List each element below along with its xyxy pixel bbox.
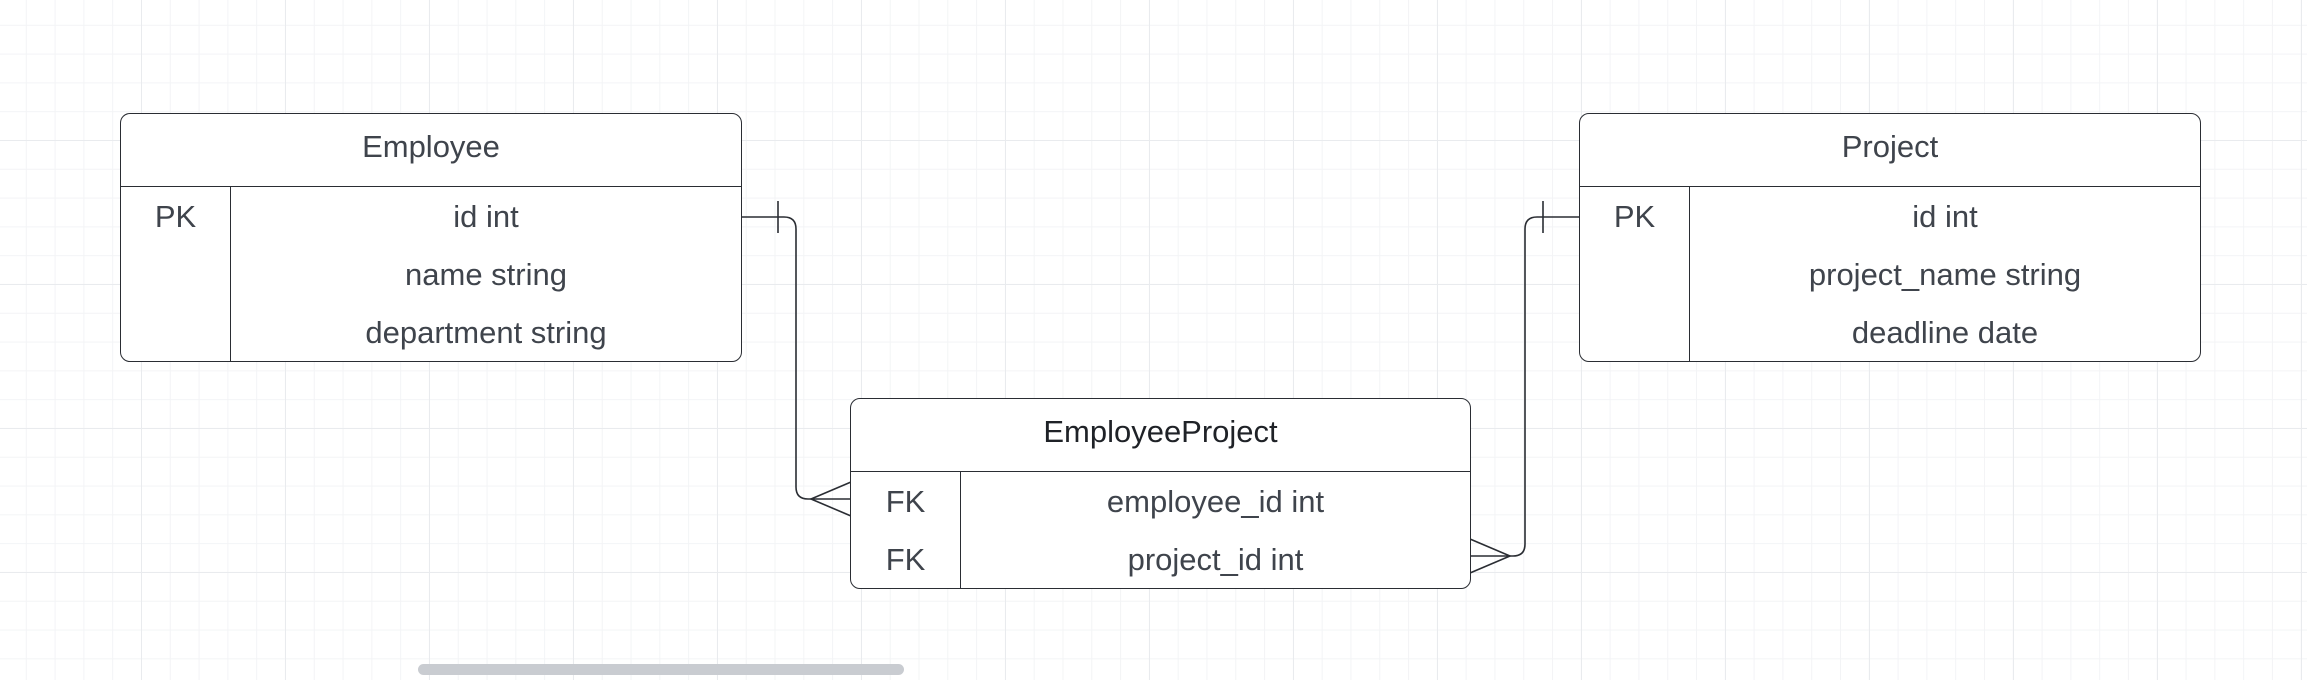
key-label: PK — [154, 199, 197, 234]
key-label: FK — [885, 484, 926, 519]
relationship-project-employeeproject[interactable] — [1469, 201, 1580, 574]
entity-title: Employee — [362, 129, 500, 164]
attribute-row[interactable]: PK id int — [1580, 188, 2200, 246]
horizontal-scrollbar[interactable] — [418, 664, 904, 675]
connector-line — [741, 216, 851, 500]
key-label: FK — [885, 542, 926, 577]
many-crowsfoot — [808, 481, 852, 517]
attribute-row[interactable]: FK project_id int — [851, 531, 1470, 588]
key-column-divider — [1689, 187, 1690, 361]
attribute-row[interactable]: FK employee_id int — [851, 473, 1470, 531]
attribute-row[interactable]: name string — [121, 246, 741, 304]
attribute-label: employee_id int — [1106, 484, 1325, 519]
divider — [1580, 186, 2200, 187]
attribute-label: department string — [365, 315, 607, 350]
attribute-label: id int — [453, 199, 519, 234]
attribute-label: project_id int — [1127, 542, 1304, 577]
attribute-row[interactable]: PK id int — [121, 188, 741, 246]
attribute-label: deadline date — [1851, 315, 2039, 350]
attribute-row[interactable]: deadline date — [1580, 304, 2200, 361]
divider — [121, 186, 741, 187]
entity-employee[interactable]: Employee PK id int name string departmen… — [120, 113, 742, 362]
attribute-label: id int — [1912, 199, 1978, 234]
key-column-divider — [960, 472, 961, 588]
entity-title: Project — [1841, 129, 1939, 164]
many-crowsfoot — [1469, 538, 1513, 574]
connector-line — [1470, 216, 1580, 557]
key-label: PK — [1613, 199, 1656, 234]
attribute-label: project_name string — [1808, 257, 2082, 292]
divider — [851, 471, 1470, 472]
attribute-label: name string — [405, 257, 567, 292]
key-column-divider — [230, 187, 231, 361]
entity-employeeproject[interactable]: EmployeeProject FK employee_id int FK pr… — [850, 398, 1471, 589]
entity-title: EmployeeProject — [1043, 414, 1278, 449]
relationship-employee-employeeproject[interactable] — [741, 201, 852, 517]
entity-project[interactable]: Project PK id int project_name string de… — [1579, 113, 2201, 362]
attribute-row[interactable]: department string — [121, 304, 741, 361]
attribute-row[interactable]: project_name string — [1580, 246, 2200, 304]
